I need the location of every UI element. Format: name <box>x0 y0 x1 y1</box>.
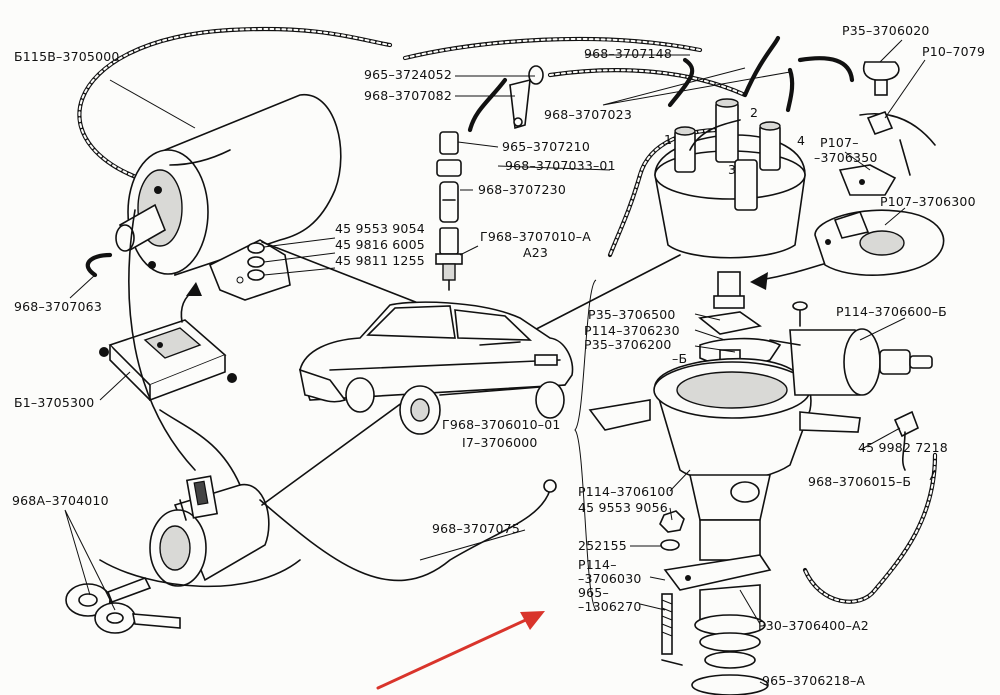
ignition-switch <box>149 475 270 587</box>
label-distributor-a: Г968–3706010–01 <box>442 417 561 432</box>
breaker-arm <box>838 164 897 196</box>
lv-wires <box>99 209 557 588</box>
label-spark-plug-type: А23 <box>523 245 549 260</box>
label-plug-wire: 968–3707033–01 <box>505 158 616 173</box>
assembly-arrow <box>759 261 831 281</box>
label-bolt-1: 45 9553 9054 <box>335 221 425 236</box>
label-distributor-b: І7–3706000 <box>462 435 538 450</box>
label-shaft-b: Р114–3706230 <box>584 323 680 338</box>
label-nut: 45 9553 9056 <box>578 500 668 515</box>
breaker-plate <box>814 209 945 276</box>
label-rotor: Р10–7079 <box>922 44 986 59</box>
label-term-2: 2 <box>750 105 759 120</box>
drive-coupling <box>663 554 772 695</box>
cap-clip <box>863 61 900 96</box>
label-coupling-a: Р114– <box>578 557 617 572</box>
label-washer: 252155 <box>578 538 627 553</box>
vacuum-advance <box>769 328 933 396</box>
label-breaker-plate: Р107–3706300 <box>880 194 976 209</box>
stud <box>661 593 683 666</box>
label-brace <box>574 279 597 611</box>
label-plug-cap: 965–3707210 <box>502 139 590 154</box>
spark-plug-parts <box>435 131 463 291</box>
label-bracket: Р30–3706400–А2 <box>758 618 869 633</box>
wire-connector <box>509 65 544 130</box>
distributor-housing <box>588 357 861 561</box>
label-cond: 45 9982 7218 <box>858 440 948 455</box>
breaker-spring <box>859 110 936 176</box>
label-term-4: 4 <box>797 133 806 148</box>
label-plug-tip: 968–3707230 <box>478 182 566 197</box>
nut-washer <box>659 510 685 551</box>
label-housing: Р114–3706100 <box>578 484 674 499</box>
label-coil-wire: 968–3707063 <box>14 299 102 314</box>
label-coupling-b2: –1306270 <box>578 599 642 614</box>
label-breaker-a2: –3706350 <box>814 150 878 165</box>
distributor-cap <box>654 98 806 259</box>
label-ign-switch: 968А–3704010 <box>12 493 109 508</box>
label-coil: Б115В–3705000 <box>14 49 120 64</box>
label-vacuum: Р114–3706600–Б <box>836 304 947 319</box>
red-arrow <box>376 611 545 690</box>
label-ign-wire: 968–3707075 <box>432 521 520 536</box>
label-cap-clip: Р35–3706020 <box>842 23 930 38</box>
label-hv-wire-b: 965–3724052 <box>364 67 452 82</box>
label-bolt-2: 45 9816 6005 <box>335 237 425 252</box>
label-vac-hose: 968–3706015–Б <box>808 474 912 489</box>
label-shaft-a: Р35–3706500 <box>588 307 676 322</box>
label-hv-wire-c: 968–3707082 <box>364 88 452 103</box>
leader-lines <box>64 39 936 687</box>
screw <box>792 301 808 327</box>
coil-bolts <box>247 242 265 281</box>
label-spark-plug: Г968–3707010–А <box>480 229 592 244</box>
label-breaker-a: Р107– <box>820 135 859 150</box>
label-coupling-a2: –3706030 <box>578 571 642 586</box>
car-illustration <box>298 301 574 435</box>
label-bottom-part: 965–3706218–А <box>762 673 866 688</box>
label-coupling-b: 965– <box>578 585 609 600</box>
label-shaft-c2: –Б <box>672 351 688 366</box>
label-bolt-3: 45 9811 1255 <box>335 253 425 268</box>
label-hv-wire-a: 968–3707148 <box>584 46 672 61</box>
ignition-coil <box>115 94 342 301</box>
condenser <box>893 410 920 471</box>
label-ballast: Б1–3705300 <box>14 395 95 410</box>
label-shaft-c: Р35–3706200 <box>584 337 672 352</box>
ballast-resistor <box>99 319 237 402</box>
label-term-1: 1 <box>664 132 673 147</box>
key-2 <box>94 602 181 634</box>
label-hv-wire-d: 968–3707023 <box>544 107 632 122</box>
label-term-3: 3 <box>728 162 737 177</box>
